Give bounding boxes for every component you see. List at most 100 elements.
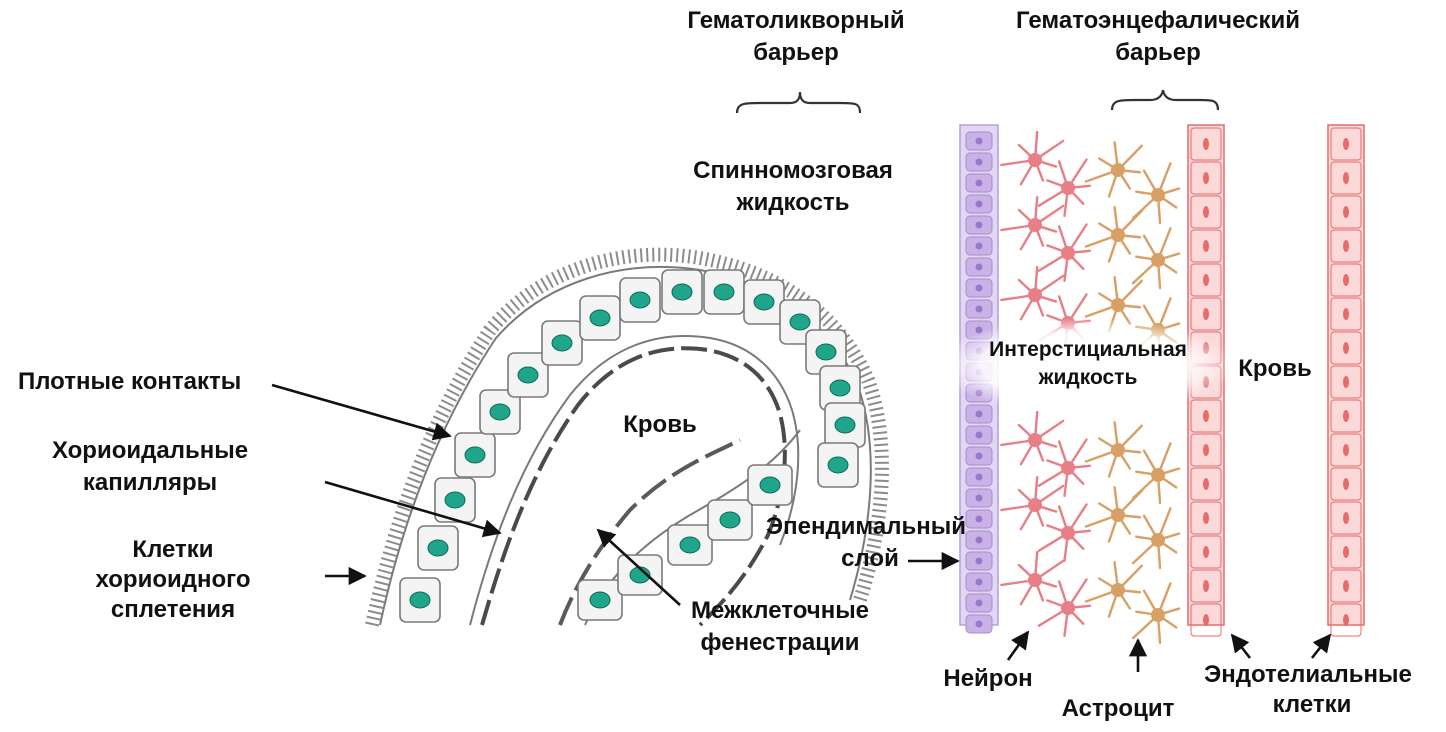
endothelial-cell-icon [1330,195,1362,229]
endothelial-cell-icon [1330,399,1362,433]
label-astrocyte: Астроцит [1062,695,1175,722]
endothelial-nucleus-icon [1343,308,1349,320]
neuron-icon [1037,503,1092,562]
nucleus-icon [464,446,486,464]
endothelial-nucleus-icon [1343,580,1349,592]
nucleus-icon [713,283,735,301]
endothelial-cell-icon [1330,365,1362,399]
nucleus-icon [629,291,651,309]
endothelial-nucleus-icon [1203,580,1209,592]
ependymal-nucleus-icon [975,284,983,292]
epithelium-outer-edge [379,266,872,626]
endothelial-nucleus-icon [1343,172,1349,184]
ependymal-nucleus-icon [975,242,983,250]
nucleus-icon [789,313,811,331]
neuron-icon [1000,195,1065,251]
nucleus-icon [589,309,611,327]
endothelial-nucleus-icon [1343,478,1349,490]
ependymal-nucleus-icon [975,599,983,607]
arrow-endothelial-inner [1230,633,1252,659]
neuron-icon [1000,410,1065,466]
arrow-neuron [1006,630,1030,661]
endothelial-nucleus-icon [1203,308,1209,320]
label-choroid-capillaries-line1: Хориоидальные [52,437,248,464]
endothelial-nucleus-icon [1203,172,1209,184]
label-bbb-line2: барьер [1115,39,1201,66]
nucleus-icon [551,334,573,352]
endothelial-cell-icon [1190,603,1222,637]
endothelial-nucleus-icon [1343,206,1349,218]
label-plexus-cells-line1: Клетки [132,536,213,563]
neuron-icon [1037,158,1092,217]
endothelial-cell-icon [1190,467,1222,501]
astrocyte-icon [1131,507,1181,570]
endothelial-nucleus-icon [1343,444,1349,456]
nucleus-icon [759,476,781,494]
ependymal-nucleus-icon [975,158,983,166]
label-endothelial-line1: Эндотелиальные [1204,661,1412,688]
label-bbb-line1: Гематоэнцефалический [1016,7,1300,34]
astrocyte-icon [1131,442,1181,505]
endothelial-nucleus-icon [1343,138,1349,150]
label-interstitial-line1: Интерстициальная [989,338,1187,361]
label-fenestrations-line1: Межклеточные [691,597,869,624]
label-endothelial-line2: клетки [1273,691,1352,718]
label-csf-barrier-line2: барьер [753,39,839,66]
label-neuron: Нейрон [943,665,1032,692]
blood-brain-barrier-section [935,124,1365,645]
label-csf-barrier-line1: Гематоликворный [687,7,904,34]
endothelial-cell-icon [1330,161,1362,195]
interstitial-label-glow [935,318,1235,413]
endothelial-cell-icon [1330,569,1362,603]
astrocyte-icon [1084,141,1144,198]
ependymal-nucleus-icon [975,452,983,460]
endothelial-cells-outer [1330,127,1362,637]
astrocyte-icon [1131,162,1181,225]
endothelial-cell-icon [1190,535,1222,569]
ependymal-nucleus-icon [975,431,983,439]
astrocyte-icon [1131,227,1181,290]
neuron-icon [1037,223,1092,282]
label-tight-junctions: Плотные контакты [18,368,241,395]
endothelial-cell-icon [1190,195,1222,229]
nucleus-icon [671,283,693,301]
label-interstitial-line2: жидкость [1038,366,1138,389]
csf-barrier-brace [735,91,862,114]
nucleus-icon [827,456,849,474]
endothelial-cell-icon [1190,501,1222,535]
nucleus-icon [589,591,611,609]
ependymal-nucleus-icon [975,515,983,523]
astrocyte-icon [1131,582,1181,645]
astrocyte-icon [1084,421,1144,478]
capillary-wall-inner [558,438,741,626]
endothelial-nucleus-icon [1343,512,1349,524]
ependymal-nucleus-icon [975,557,983,565]
endothelial-cell-icon [1330,501,1362,535]
choroid-plexus-villus [365,247,889,627]
neuron-icon [1000,265,1065,321]
endothelial-nucleus-icon [1343,546,1349,558]
epithelium-inner-edge [469,334,800,626]
endothelial-cell-icon [1330,263,1362,297]
neuron-icon [1000,475,1065,531]
label-plexus-cells-line3: сплетения [111,596,235,623]
label-ependymal-line2: слой [841,545,899,572]
ependymal-nucleus-icon [975,137,983,145]
ependymal-nucleus-icon [975,200,983,208]
endothelial-cell-icon [1330,467,1362,501]
endothelial-cell-icon [1330,433,1362,467]
nucleus-icon [829,379,851,397]
ependymal-nucleus-icon [975,473,983,481]
neuron-icon [1000,130,1065,186]
arrow-endothelial-outer [1310,633,1332,659]
label-ependymal-line1: Эпендимальный [766,513,966,540]
nucleus-icon [444,491,466,509]
nucleus-icon [834,416,856,434]
arrow-choroid-capillaries [324,480,502,538]
endothelial-nucleus-icon [1203,546,1209,558]
astrocyte-icon [1084,486,1144,543]
endothelial-cell-icon [1190,433,1222,467]
astrocyte-icon [1084,561,1144,618]
nucleus-icon [679,536,701,554]
